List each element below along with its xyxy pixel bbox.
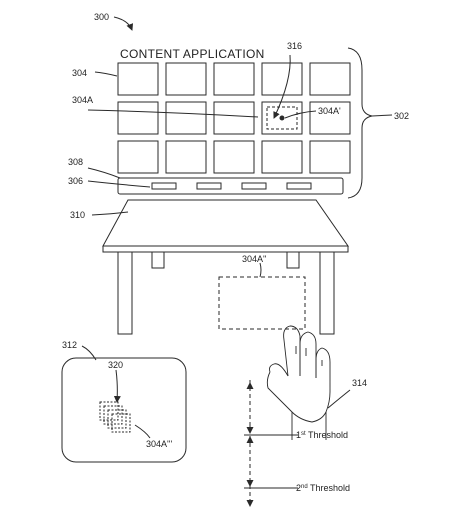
grid-tile xyxy=(213,101,255,135)
grid-tile xyxy=(309,140,351,174)
grid-tile xyxy=(213,140,255,174)
threshold-1-label: 1st Threshold xyxy=(296,430,348,440)
projected-tile xyxy=(218,276,306,330)
leader-304A xyxy=(87,109,259,118)
leader-314 xyxy=(327,389,351,409)
tile-grid xyxy=(117,62,351,174)
leader-304 xyxy=(94,71,118,77)
label-304A-prime: 304A' xyxy=(318,106,341,116)
toolbar-button xyxy=(151,182,177,190)
label-308: 308 xyxy=(68,157,83,167)
leader-304A3 xyxy=(134,424,151,439)
leader-310 xyxy=(91,211,129,216)
hand-gesture xyxy=(266,325,331,440)
label-314: 314 xyxy=(352,378,367,388)
threshold-2-label: 2nd Threshold xyxy=(296,483,350,493)
grid-tile xyxy=(261,140,303,174)
label-312: 312 xyxy=(62,340,77,350)
grid-tile xyxy=(309,101,351,135)
grid-tile xyxy=(213,62,255,96)
leader-302 xyxy=(371,114,393,117)
label-310: 310 xyxy=(70,210,85,220)
threshold-2-text: Threshold xyxy=(308,483,350,493)
grid-tile xyxy=(117,62,159,96)
target-box xyxy=(266,106,298,130)
threshold-2-sup: nd xyxy=(301,484,308,490)
label-302: 302 xyxy=(394,111,409,121)
label-306: 306 xyxy=(68,176,83,186)
label-316: 316 xyxy=(287,41,302,51)
brace-302 xyxy=(347,47,373,199)
ref-300-arrow xyxy=(113,16,134,31)
leader-308 xyxy=(87,167,121,179)
leader-320 xyxy=(113,369,121,403)
toolbar-bar xyxy=(117,177,344,195)
toolbar-buttons xyxy=(151,182,312,190)
grid-tile xyxy=(261,62,303,96)
threshold-1-text: Threshold xyxy=(306,430,348,440)
leader-306 xyxy=(87,180,151,188)
toolbar-button xyxy=(286,182,312,190)
toolbar-button xyxy=(196,182,222,190)
leader-304A2 xyxy=(259,262,262,278)
wearable-display xyxy=(61,357,187,463)
label-320: 320 xyxy=(108,360,123,370)
grid-tile xyxy=(117,101,159,135)
label-300: 300 xyxy=(94,12,109,22)
label-304A: 304A xyxy=(72,95,93,105)
threshold-1-num: 1 xyxy=(296,430,301,440)
table xyxy=(102,199,349,335)
grid-tile xyxy=(165,101,207,135)
threshold-axis xyxy=(244,380,298,507)
label-304A3: 304A''' xyxy=(146,439,172,449)
threshold-2-num: 2 xyxy=(296,483,301,493)
leader-316 xyxy=(273,54,291,119)
label-304A2: 304A'' xyxy=(242,254,267,264)
grid-tile xyxy=(165,62,207,96)
grid-tile xyxy=(117,140,159,174)
threshold-1-sup: st xyxy=(301,431,306,437)
leader-304A-prime xyxy=(284,110,317,119)
grid-tile xyxy=(261,101,303,135)
label-304: 304 xyxy=(72,68,87,78)
toolbar-button xyxy=(241,182,267,190)
tile-stack xyxy=(99,401,131,433)
grid-tile xyxy=(165,140,207,174)
figure-title: CONTENT APPLICATION xyxy=(120,47,265,61)
target-point xyxy=(279,115,285,121)
grid-tile xyxy=(309,62,351,96)
